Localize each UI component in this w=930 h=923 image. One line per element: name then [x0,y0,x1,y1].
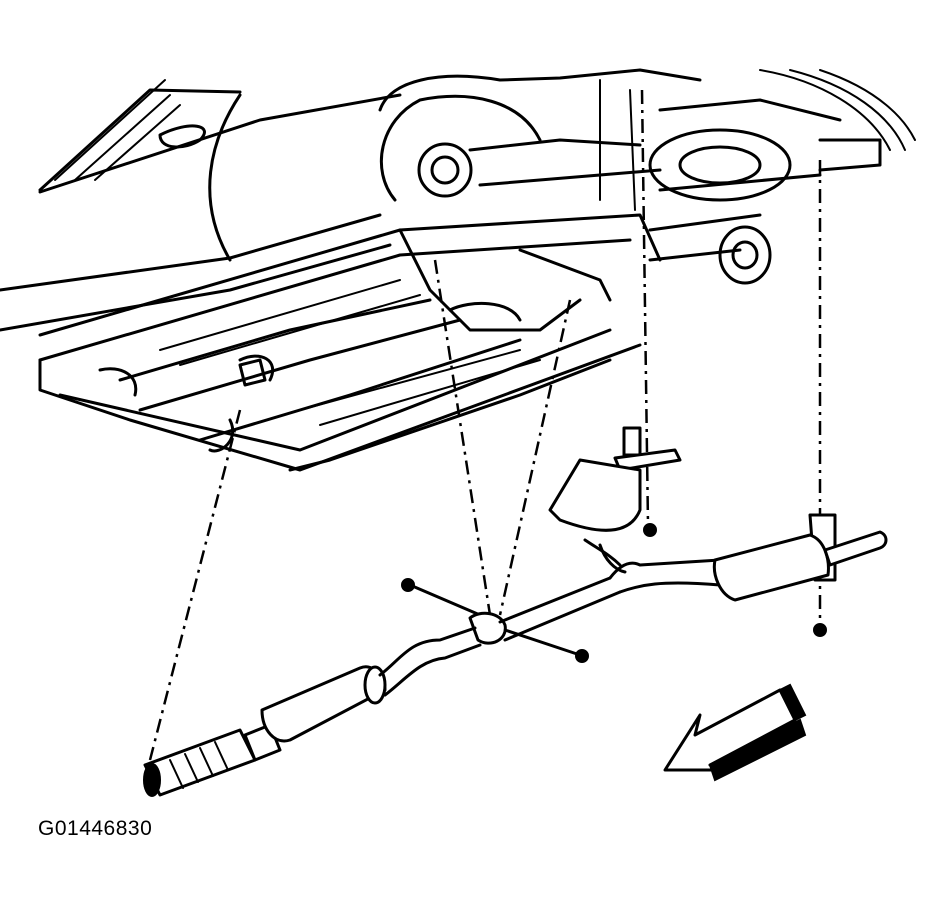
figure-code: G01446830 [38,817,153,840]
hanger-bolt-right [813,623,827,637]
exhaust-hangers [613,426,837,637]
joint-clamp-bolts [401,578,589,663]
leader-lines [148,89,822,761]
pipe-joint-clamp [468,611,507,645]
muffler-left [548,458,642,532]
flex-pipe [143,728,257,797]
underbody-floor-pan [38,213,662,472]
rear-suspension-area [378,68,916,285]
hanger-bolt-left [643,523,657,537]
muffler-right [712,533,830,602]
vehicle-body-side [0,79,402,332]
front-direction-arrow-icon [663,683,807,782]
exhaust-assembly [143,458,888,797]
tail-pipe [823,530,888,567]
